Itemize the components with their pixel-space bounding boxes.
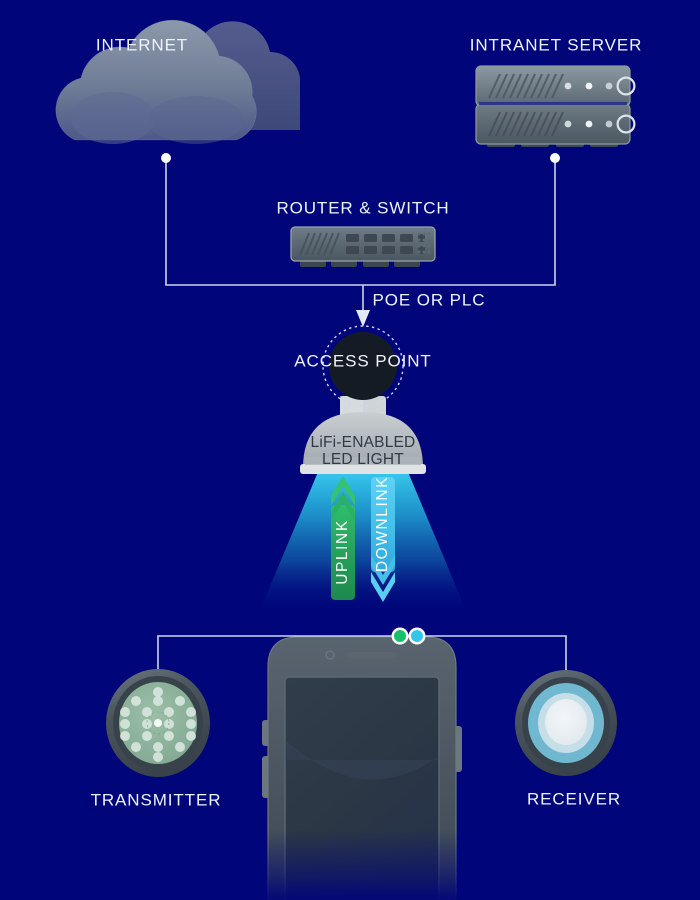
- server-unit: [475, 65, 636, 107]
- connection-transmitter-receiver: [157, 635, 567, 680]
- cloud-icon: [55, 19, 300, 144]
- indicator-green-dot: [394, 630, 406, 642]
- downlink-indicator: DOWNLINK: [371, 476, 395, 602]
- router-switch-label: ROUTER & SWITCH: [276, 198, 449, 217]
- node-transmitter[interactable]: TRANSMITTER: [91, 669, 222, 809]
- uplink-downlink-indicators: UPLINK DOWNLINK: [331, 476, 395, 602]
- photodiode-icon: [515, 670, 617, 776]
- node-intranet-server[interactable]: INTRANET SERVER: [470, 35, 643, 147]
- chevron-up-icon: [331, 492, 355, 522]
- arrowhead-down-icon: [356, 310, 370, 327]
- wire-transmitter-to-phone: [157, 635, 392, 680]
- chevron-down-icon: [371, 572, 395, 602]
- chevron-down-icon: [371, 555, 395, 585]
- node-router-switch[interactable]: ROUTER & SWITCH: [276, 198, 449, 267]
- node-receiver[interactable]: RECEIVER: [515, 670, 621, 808]
- port-dot-internet: [161, 153, 171, 163]
- bottom-fade-overlay: [0, 830, 700, 900]
- connection-bus: [161, 153, 560, 327]
- intranet-server-label: INTRANET SERVER: [470, 35, 643, 54]
- receiver-label: RECEIVER: [527, 789, 621, 808]
- node-internet[interactable]: INTERNET: [55, 19, 300, 144]
- downlink-label: DOWNLINK: [374, 476, 391, 572]
- switch-status-leds: [417, 232, 431, 254]
- bus-trunk: [165, 160, 556, 286]
- internet-label: INTERNET: [96, 35, 188, 54]
- led-array-icon: [106, 669, 210, 777]
- chevron-up-icon: [331, 476, 355, 506]
- uplink-indicator: UPLINK: [331, 476, 355, 600]
- transmitter-label: TRANSMITTER: [91, 790, 222, 809]
- uplink-label: UPLINK: [334, 519, 351, 585]
- earpiece-speaker-icon: [348, 652, 396, 658]
- light-beam: [258, 472, 468, 615]
- indicator-cyan-dot: [411, 630, 423, 642]
- port-dot-intranet: [550, 153, 560, 163]
- node-access-point[interactable]: ACCESS POINT: [294, 325, 431, 407]
- access-point-icon: [322, 325, 404, 407]
- server-unit: [475, 103, 636, 145]
- front-camera-icon: [325, 650, 335, 660]
- poe-plc-label: POE OR PLC: [373, 290, 486, 309]
- led-light-label-line1: LiFi-ENABLED: [311, 434, 416, 451]
- phone-indicator-leds: [391, 627, 426, 645]
- ethernet-ports: [346, 234, 425, 254]
- wire-receiver-to-phone: [425, 635, 567, 678]
- access-point-label: ACCESS POINT: [294, 351, 431, 370]
- led-light-label-line2: LED LIGHT: [322, 451, 404, 468]
- server-rack-icon: [475, 65, 636, 147]
- network-switch-icon: [290, 226, 436, 267]
